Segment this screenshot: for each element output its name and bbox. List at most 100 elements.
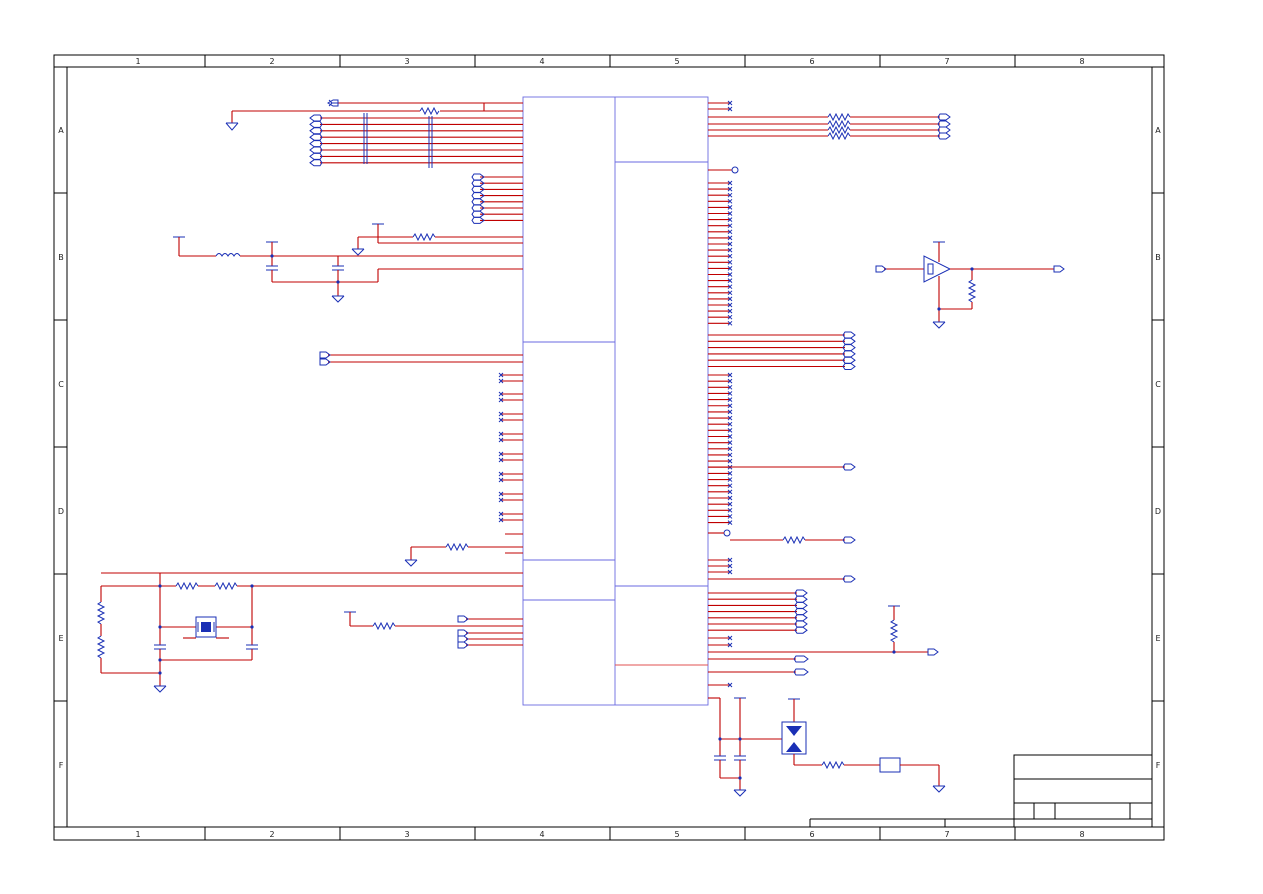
col-label: 6	[809, 830, 814, 839]
no-connect-icon	[727, 106, 733, 112]
col-label: 4	[539, 57, 544, 66]
no-connect-icon	[498, 431, 504, 437]
title-block	[809, 754, 1153, 828]
port-icon	[927, 648, 939, 656]
no-connect-icon	[498, 378, 504, 384]
row-label: A	[58, 126, 64, 135]
no-connect-icon	[727, 391, 733, 396]
row-label: B	[1155, 253, 1161, 262]
resistor-icon	[445, 542, 469, 552]
no-connect-icon	[727, 427, 733, 433]
no-connect-icon	[727, 186, 733, 192]
no-connect-icon	[727, 302, 733, 308]
ground-icon	[404, 559, 418, 567]
port-icon	[842, 575, 856, 583]
no-connect-icon	[727, 290, 733, 296]
row-label: F	[1156, 761, 1161, 770]
no-connect-icon	[727, 483, 733, 489]
no-connect-icon	[727, 489, 733, 495]
input-ports-c	[319, 351, 523, 366]
port-icon	[457, 629, 469, 637]
resistor-icon	[214, 581, 238, 591]
row-label: D	[58, 507, 64, 516]
resistor-icon	[782, 535, 806, 545]
ground-icon	[153, 685, 167, 693]
no-connect-icon	[727, 446, 733, 452]
no-connect-icon	[727, 563, 733, 569]
no-connect-icon	[498, 477, 504, 483]
no-connect-icon	[498, 451, 504, 457]
main-ic-symbol	[522, 96, 709, 706]
col-label: 2	[269, 830, 274, 839]
port-icon	[875, 265, 887, 273]
no-connect-icon	[727, 211, 733, 216]
row-label: B	[58, 253, 64, 262]
test-point-icon	[723, 529, 731, 537]
col-label: 8	[1079, 57, 1084, 66]
ic-right-pins	[708, 100, 951, 688]
row-label: E	[58, 634, 63, 643]
no-connect-icon	[727, 235, 733, 241]
resistor-icon	[419, 106, 440, 116]
row-label: C	[58, 380, 64, 389]
resistor-icon	[889, 619, 899, 643]
test-point-icon	[731, 166, 739, 174]
no-connect-icon	[727, 253, 733, 259]
no-connect-icon	[727, 471, 733, 476]
row-dividers	[54, 192, 1164, 702]
no-connect-icon	[727, 278, 733, 283]
col-label: 1	[135, 830, 140, 839]
no-connect-icon	[727, 259, 733, 265]
right-series-resistors	[827, 112, 851, 141]
port-icon	[327, 99, 339, 107]
no-connect-icon	[727, 266, 733, 271]
port-icon	[457, 635, 469, 643]
col-label: 7	[944, 830, 949, 839]
no-connect-icon	[727, 635, 733, 641]
no-connect-icon	[727, 421, 733, 427]
port-icon	[309, 159, 323, 167]
no-connect-icon	[498, 491, 504, 497]
drawing-frame	[53, 54, 1165, 841]
ground-icon	[225, 122, 239, 131]
inductor-icon	[215, 253, 241, 257]
port-icon	[842, 536, 856, 544]
no-connect-icon	[727, 247, 733, 253]
port-icon	[794, 626, 808, 634]
no-connect-icon	[727, 217, 733, 222]
no-connect-icon	[727, 397, 733, 402]
row-label: D	[1155, 507, 1161, 516]
no-connect-icon	[498, 397, 504, 403]
col-label: 2	[269, 57, 274, 66]
port-icon	[842, 463, 856, 471]
resistor-icon	[827, 119, 851, 129]
resistor-icon	[96, 635, 106, 659]
no-connect-icon	[727, 569, 733, 575]
top-left-bus	[225, 99, 523, 131]
bus-b-lines	[471, 173, 523, 224]
ground-icon	[932, 785, 946, 793]
no-connect-icon	[727, 642, 733, 648]
resistor-icon	[827, 125, 851, 135]
d-row-right	[708, 463, 856, 583]
no-connect-icon	[727, 458, 733, 464]
port-icon	[471, 216, 485, 224]
ground-icon	[331, 295, 345, 303]
row-label: C	[1155, 380, 1161, 389]
power-filter	[173, 223, 523, 303]
no-connect-icon	[727, 180, 733, 186]
e-row-right	[708, 605, 939, 676]
no-connect-icon	[727, 495, 733, 501]
no-connect-icon	[727, 682, 733, 688]
col-label: 8	[1079, 830, 1084, 839]
ground-icon	[932, 321, 946, 329]
col-label: 7	[944, 57, 949, 66]
ground-icon	[733, 789, 747, 797]
resistor-icon	[372, 621, 396, 631]
col-label: 1	[135, 57, 140, 66]
row-labels-right: A B C D E F	[1155, 126, 1161, 770]
no-connect-icon	[727, 452, 733, 458]
no-connect-icon	[727, 284, 733, 290]
no-connect-icon	[727, 308, 733, 314]
